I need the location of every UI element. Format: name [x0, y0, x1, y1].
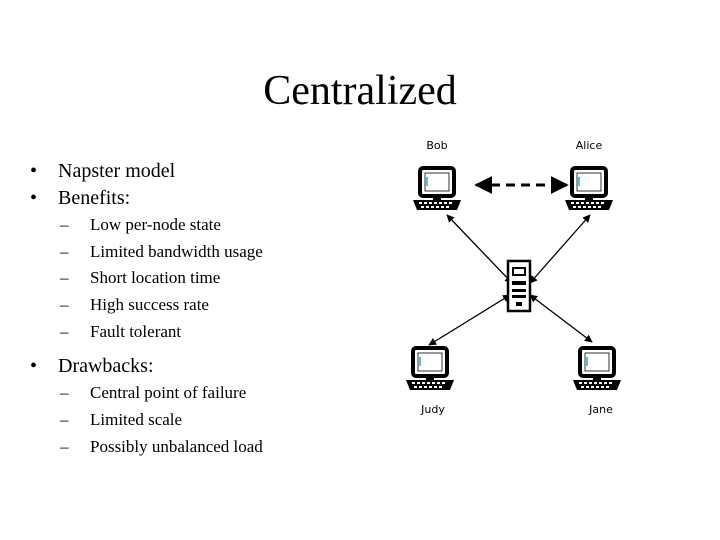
sub-bullet-marker: –: [60, 241, 69, 261]
sub-bullet-item: – Low per-node state: [60, 212, 390, 239]
sub-bullet-text: High success rate: [90, 295, 209, 315]
computer-icon: [563, 166, 615, 212]
node-label-jane: Jane: [588, 403, 613, 416]
sub-bullet-item: – Fault tolerant: [60, 319, 390, 346]
connection-jane-server: [529, 294, 593, 343]
sub-bullet-text: Limited bandwidth usage: [90, 241, 263, 261]
bullet-marker: •: [30, 355, 38, 378]
sub-bullet-text: Short location time: [90, 268, 221, 288]
sub-bullet-text: Fault tolerant: [90, 321, 182, 341]
sub-bullet-text: Limited scale: [90, 410, 183, 430]
sub-bullet-marker: –: [60, 295, 69, 315]
node-label-alice: Alice: [576, 139, 603, 152]
bullet-marker: •: [30, 160, 38, 182]
computer-icon: [411, 166, 463, 212]
sub-bullet-marker: –: [60, 321, 69, 341]
connection-bob-server: [446, 214, 513, 284]
slide-title: Centralized: [263, 68, 457, 114]
sub-bullet-marker: –: [60, 215, 69, 234]
sub-bullet-text: Low per-node state: [90, 215, 221, 234]
computer-icon: [571, 346, 623, 392]
sub-bullet-item: – Limited bandwidth usage: [60, 239, 390, 266]
node-label-bob: Bob: [426, 139, 447, 152]
node-label-judy: Judy: [420, 403, 445, 416]
computer-icon: [404, 346, 456, 392]
sub-bullet-item: – Limited scale: [60, 407, 390, 434]
sub-bullet-text: Possibly unbalanced load: [90, 436, 263, 456]
bullet-item: • Drawbacks:: [30, 353, 390, 380]
sub-bullet-item: – Possibly unbalanced load: [60, 434, 390, 461]
sub-bullet-marker: –: [60, 268, 69, 288]
connection-alice-server: [529, 214, 591, 284]
bullet-list: • Napster model • Benefits: – Low per-no…: [30, 158, 390, 461]
sub-bullet-item: – Short location time: [60, 265, 390, 292]
bullet-item: • Napster model: [30, 158, 390, 185]
network-diagram: Bob Alice Judy Jane: [404, 139, 623, 416]
bullet-text: Napster model: [58, 160, 176, 182]
sub-bullet-marker: –: [60, 436, 69, 456]
sub-bullet-marker: –: [60, 410, 69, 430]
connection-judy-server: [428, 294, 511, 346]
sub-bullet-item: – Central point of failure: [60, 380, 390, 407]
server-icon: [506, 259, 532, 313]
sub-bullet-text: Central point of failure: [90, 383, 247, 403]
bullet-marker: •: [30, 187, 38, 209]
bullet-item: • Benefits:: [30, 185, 390, 212]
bullet-text: Benefits:: [58, 187, 131, 209]
sub-bullet-marker: –: [60, 383, 69, 403]
sub-bullet-item: – High success rate: [60, 292, 390, 319]
bullet-text: Drawbacks:: [58, 355, 154, 378]
